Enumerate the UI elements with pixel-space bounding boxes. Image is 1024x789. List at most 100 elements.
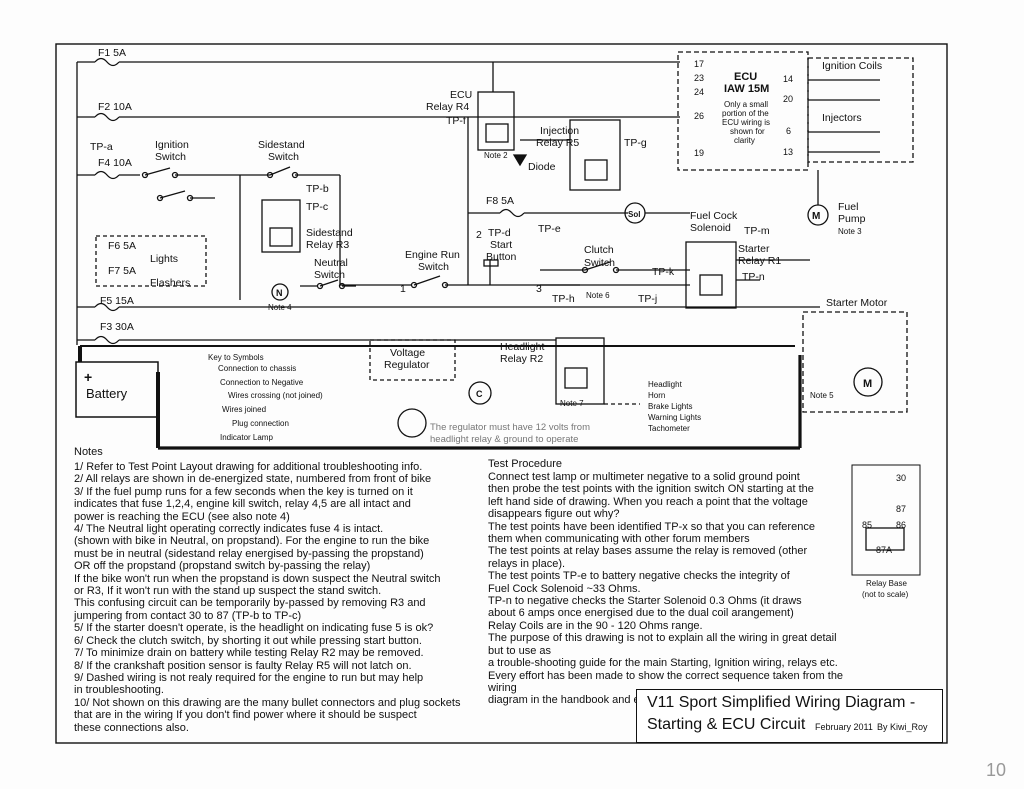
regulator-note-2: headlight relay & ground to operate — [430, 434, 578, 445]
note-line: in troubleshooting. — [74, 684, 164, 697]
tp-j-label: TP-j — [638, 293, 657, 305]
note-line: or R3, If it won't run with the stand up… — [74, 585, 382, 598]
relay-base-85: 85 — [862, 520, 872, 530]
procedure-line: relays in place). — [488, 557, 566, 570]
note-line: 7/ To minimize drain on battery while te… — [74, 647, 424, 660]
procedure-line: about 6 amps once energised due to the d… — [488, 607, 794, 620]
starter-label: Starter — [738, 243, 770, 255]
node-3-label: 3 — [536, 283, 542, 295]
starter-motor-symbol: M — [863, 378, 872, 390]
procedure-line: Fuel Cock Solenoid ~33 Ohms. — [488, 582, 641, 595]
note-line: indicates that fuse 1,2,4, engine kill s… — [74, 498, 411, 511]
notes-section: 1/ Refer to Test Point Layout drawing fo… — [74, 461, 494, 734]
note-line: (shown with bike in Neutral, on propstan… — [74, 535, 430, 548]
ecu-title: ECU — [734, 71, 757, 83]
page-mark: 10 — [986, 760, 1006, 780]
load-horn: Horn — [648, 391, 665, 400]
tp-f-label: TP-f — [446, 115, 466, 127]
pin-23: 23 — [694, 73, 704, 83]
key-item-chassis: Connection to chassis — [218, 364, 296, 373]
note4-label: Note 4 — [268, 303, 292, 312]
relay-r4-label: Relay R4 — [426, 101, 469, 113]
ecu-model: IAW 15M — [724, 83, 769, 95]
note-line: 4/ The Neutral light operating correctly… — [74, 523, 384, 536]
note-line: If the bike won't run when the propstand… — [74, 572, 441, 585]
note5-label: Note 5 — [810, 391, 834, 400]
fuel-cock-label: Fuel Cock — [690, 210, 738, 222]
pin-24: 24 — [694, 87, 704, 97]
sidestand-label: Sidestand — [258, 139, 305, 151]
procedure-line: then probe the test points with the igni… — [488, 483, 814, 496]
key-title: Key to Symbols — [208, 353, 264, 362]
procedure-line: The test points TP-e to battery negative… — [488, 570, 790, 583]
fuse-f3-label: F3 30A — [100, 321, 134, 333]
note-line: 10/ Not shown on this drawing are the ma… — [74, 696, 461, 709]
load-headlight: Headlight — [648, 380, 683, 389]
pin-26: 26 — [694, 111, 704, 121]
tp-a-label: TP-a — [90, 141, 113, 153]
relay-base-87a: 87A — [876, 545, 892, 555]
fuel-pump-motor-symbol: M — [812, 211, 820, 222]
tp-e-label: TP-e — [538, 223, 561, 235]
pump-label: Pump — [838, 213, 866, 225]
load-warning-lights: Warning Lights — [648, 413, 701, 422]
procedure-line: The purpose of this drawing is not to ex… — [488, 632, 837, 657]
tp-h-label: TP-h — [552, 293, 575, 305]
ecu-relay-label: ECU — [450, 89, 472, 101]
test-procedure-section: Connect test lamp or multimeter negative… — [488, 471, 848, 707]
key-item-negative: Connection to Negative — [220, 378, 304, 387]
note6-label: Note 6 — [586, 291, 610, 300]
load-brake-lights: Brake Lights — [648, 402, 692, 411]
headlight-relay-label: Headlight — [500, 341, 544, 353]
key-item-crossing: Wires crossing (not joined) — [228, 391, 323, 400]
key-item-plug: Plug connection — [232, 419, 289, 428]
sidestand-relay-label: Sidestand — [306, 227, 353, 239]
ignition-label: Ignition — [155, 139, 189, 151]
fuse-f5-label: F5 15A — [100, 295, 134, 307]
tp-d-label: TP-d — [488, 227, 511, 239]
start-label: Start — [490, 239, 512, 251]
neutral-lamp-symbol: N — [276, 288, 283, 298]
solenoid-label: Solenoid — [690, 222, 731, 234]
fuse-f7-label: F7 5A — [108, 265, 136, 277]
tp-b-label: TP-b — [306, 183, 329, 195]
note-line: 8/ If the crankshaft position sensor is … — [74, 659, 412, 672]
pin-17: 17 — [694, 59, 704, 69]
button-label: Button — [486, 251, 517, 263]
ignition-switch-label: Switch — [155, 151, 186, 163]
note-line: must be in neutral (sidestand relay ener… — [74, 547, 424, 560]
procedure-line: Relay Coils are in the 90 - 120 Ohms ran… — [488, 619, 703, 632]
node-2-label: 2 — [476, 229, 482, 241]
diode-label: Diode — [528, 161, 556, 173]
sol-label: Sol — [628, 210, 640, 219]
relay-base-30: 30 — [896, 473, 906, 483]
note-line: these connections also. — [74, 721, 189, 734]
pin-19: 19 — [694, 148, 704, 158]
fuse-f4-label: F4 10A — [98, 157, 132, 169]
note-line: OR off the propstand (propstand switch b… — [74, 560, 371, 573]
lights-label: Lights — [150, 253, 178, 265]
neutral-label: Neutral — [314, 257, 348, 269]
pin-6: 6 — [786, 126, 791, 136]
note-line: 3/ If the fuel pump runs for a few secon… — [74, 485, 413, 498]
injectors-label: Injectors — [822, 112, 862, 124]
fuse-f2-label: F2 10A — [98, 101, 132, 113]
note-line: 5/ If the starter doesn't operate, is th… — [74, 622, 434, 635]
regulator-label: Regulator — [384, 359, 430, 371]
procedure-line: TP-n to negative checks the Starter Sole… — [488, 595, 802, 608]
tp-n-label: TP-n — [742, 271, 765, 283]
relay-r1-label: Relay R1 — [738, 255, 781, 267]
pin-13: 13 — [783, 147, 793, 157]
not-to-scale-label: (not to scale) — [862, 590, 909, 599]
relay-base-86: 86 — [896, 520, 906, 530]
key-item-joined: Wires joined — [222, 405, 266, 414]
ignition-coils-label: Ignition Coils — [822, 60, 882, 72]
note-line: that are in the wiring If you don't find… — [74, 709, 417, 722]
note-line: jumpering from contact 30 to 87 (TP-b to… — [74, 609, 302, 622]
note3-label: Note 3 — [838, 227, 862, 236]
title-date: February 2011 — [815, 722, 873, 732]
procedure-line: The test points have been identified TP-… — [488, 520, 815, 533]
tp-k-label: TP-k — [652, 266, 675, 278]
fuel-label: Fuel — [838, 201, 858, 213]
title-line-1: V11 Sport Simplified Wiring Diagram - — [647, 694, 916, 711]
